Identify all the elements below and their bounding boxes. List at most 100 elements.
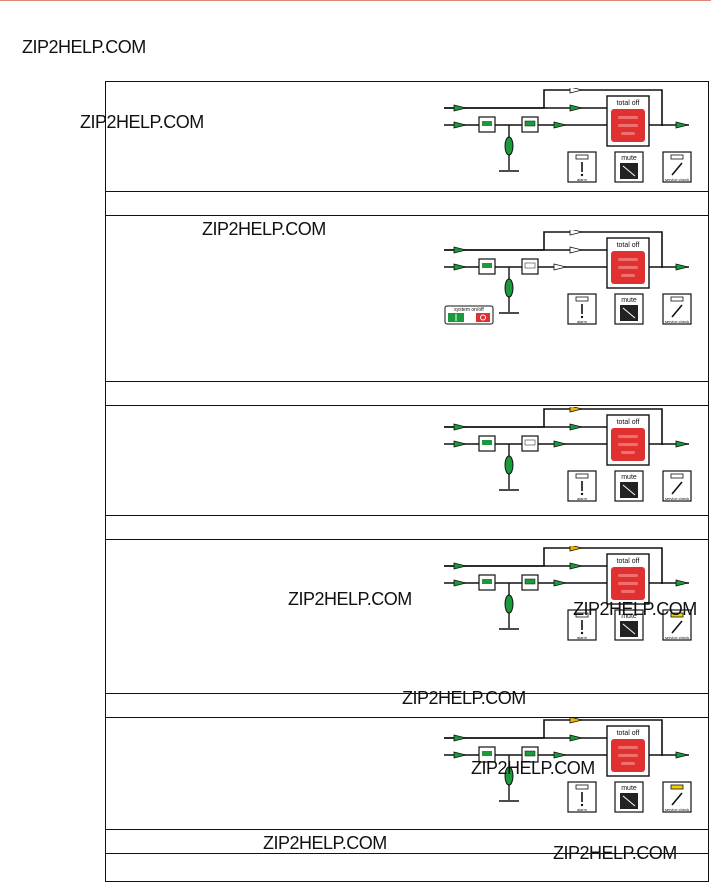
inverter-led [524, 750, 536, 757]
total-off-line [618, 116, 638, 119]
flow-arrow-icon [453, 562, 467, 570]
flow-arrow-icon [675, 440, 689, 448]
total-off-line [618, 582, 638, 585]
row-divider [106, 381, 708, 382]
mute-label: mute [621, 613, 637, 620]
mute-speaker-icon [622, 307, 636, 319]
battery-icon [504, 766, 514, 786]
flow-arrow-icon [453, 440, 467, 448]
inverter-led [524, 439, 536, 446]
mute-speaker-icon [622, 484, 636, 496]
alarm-label: alarm [577, 177, 588, 182]
total-off-line [618, 574, 638, 577]
flow-arrow-icon [569, 546, 583, 552]
flow-arrow-icon [553, 263, 567, 271]
service-check-label: service check [665, 635, 689, 640]
service-check-label: service check [665, 807, 689, 812]
alarm-label: alarm [577, 496, 588, 501]
total-off-label: total off [617, 419, 640, 426]
watermark-text: ZIP2HELP.COM [80, 112, 204, 132]
diagram-group: total off alarm mute service check [444, 407, 692, 502]
mute-speaker-icon [622, 623, 636, 635]
rectifier-led [482, 440, 492, 445]
flow-arrow-icon [553, 440, 567, 448]
inverter-led [524, 262, 536, 269]
flow-arrow-icon [453, 121, 467, 129]
flow-arrow-icon [553, 751, 567, 759]
alarm-label: alarm [577, 635, 588, 640]
battery-icon [504, 136, 514, 156]
flow-arrow-icon [453, 104, 467, 112]
flow-arrow-icon [553, 121, 567, 129]
service-check-label: service check [665, 177, 689, 182]
mute-label: mute [621, 155, 637, 162]
flow-arrow-icon [569, 718, 583, 724]
rectifier-led [482, 121, 492, 126]
total-off-line [618, 443, 638, 446]
wrench-icon [671, 620, 683, 634]
row-divider [106, 515, 708, 516]
row-divider [106, 215, 708, 216]
total-off-line [618, 746, 638, 749]
service-check-label: service check [665, 496, 689, 501]
total-off-line [621, 132, 635, 135]
flow-arrow-icon [453, 751, 467, 759]
alarm-led [575, 612, 589, 618]
top-rule [0, 0, 711, 1]
alarm-icon [580, 631, 584, 635]
alarm-icon [580, 173, 584, 177]
diagram-3: total off alarm mute service check [444, 407, 692, 502]
flow-arrow-icon [569, 423, 583, 431]
wrench-icon [671, 481, 683, 495]
row-divider [106, 693, 708, 694]
alarm-icon [580, 803, 584, 807]
flow-arrow-icon [675, 751, 689, 759]
power-icon [480, 314, 486, 321]
flow-arrow-icon [569, 562, 583, 570]
service-check-label: service check [665, 319, 689, 324]
mute-label: mute [621, 297, 637, 304]
watermark-text: ZIP2HELP.COM [288, 589, 412, 609]
row-divider [106, 829, 708, 830]
alarm-led [575, 154, 589, 160]
flow-arrow-icon [569, 88, 583, 94]
total-off-line [618, 258, 638, 261]
watermark-text: ZIP2HELP.COM [402, 688, 526, 708]
rectifier-led [482, 263, 492, 268]
total-off-line [618, 124, 638, 127]
flow-arrow-icon [453, 246, 467, 254]
flow-arrow-icon [569, 230, 583, 236]
alarm-led [575, 296, 589, 302]
watermark-text: ZIP2HELP.COM [263, 833, 387, 853]
alarm-led [575, 473, 589, 479]
total-off-label: total off [617, 730, 640, 737]
service-check-led [670, 296, 684, 302]
system-on-off-label: system on/off [454, 307, 484, 313]
flow-arrow-icon [569, 246, 583, 254]
service-check-led [670, 154, 684, 160]
mute-label: mute [621, 785, 637, 792]
system-off-icon [476, 313, 490, 322]
alarm-icon [580, 315, 584, 319]
watermark-text: ZIP2HELP.COM [202, 219, 326, 239]
battery-icon [504, 455, 514, 475]
total-off-line [621, 451, 635, 454]
rectifier-led [482, 579, 492, 584]
row-divider [106, 191, 708, 192]
alarm-led [575, 784, 589, 790]
total-off-line [621, 274, 635, 277]
inverter-led [524, 120, 536, 127]
mute-label: mute [621, 474, 637, 481]
rectifier-led [482, 751, 492, 756]
total-off-label: total off [617, 242, 640, 249]
flow-arrow-icon [675, 263, 689, 271]
watermark-text: ZIP2HELP.COM [22, 37, 146, 57]
watermark-text: ZIP2HELP.COM [573, 599, 697, 619]
row-divider [106, 853, 708, 854]
flow-arrow-icon [453, 423, 467, 431]
total-off-line [618, 435, 638, 438]
